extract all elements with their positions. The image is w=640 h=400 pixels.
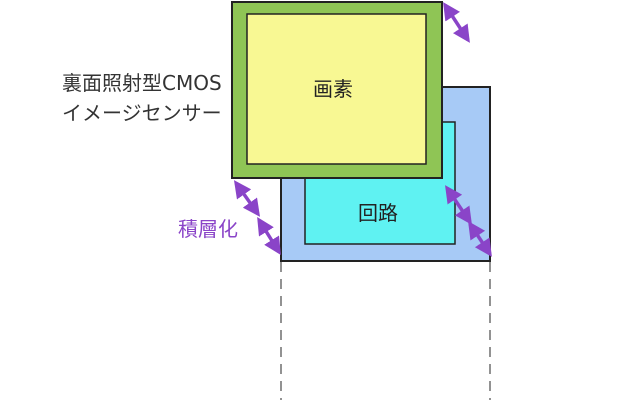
- pixel-label: 画素: [313, 77, 353, 101]
- stacking-arrow-left-upper: [233, 180, 261, 217]
- circuit-label: 回路: [358, 201, 398, 225]
- stacking-label: 積層化: [178, 217, 238, 241]
- sensor-title-line1: 裏面照射型CMOS: [62, 71, 222, 95]
- stacking-arrow-bottom-right: [445, 185, 472, 225]
- stacking-arrow-left-lower: [257, 217, 281, 255]
- sensor-title-line2: イメージセンサー: [62, 101, 222, 125]
- stacking-arrow-top-right: [443, 2, 470, 43]
- stacking-arrow-bottom-right-lower: [468, 221, 492, 257]
- pixel-area: [246, 13, 427, 165]
